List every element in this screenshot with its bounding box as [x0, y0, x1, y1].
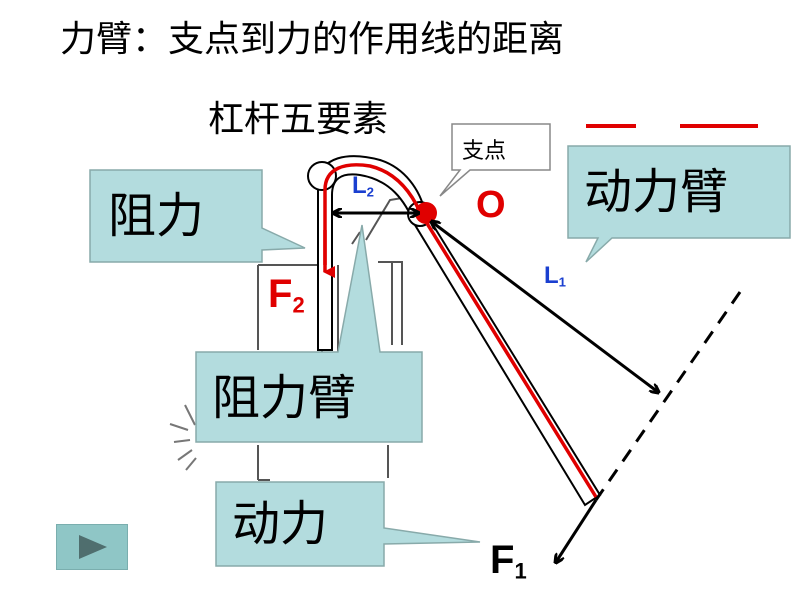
callout-resistance-arm-text: 阻力臂 [212, 370, 357, 426]
callout-resistance-text: 阻力 [108, 188, 205, 244]
page-title: 力臂：支点到力的作用线的距离 [60, 19, 565, 60]
effort-force-arrow [556, 499, 598, 562]
callout-effort-arm-text: 动力臂 [584, 164, 729, 220]
fulcrum-dot [415, 202, 437, 224]
answer-blank-2 [680, 124, 758, 128]
effort-force-label: F1 [490, 538, 527, 584]
play-triangle-icon [79, 535, 107, 559]
effort-arm-label: L1 [544, 262, 567, 290]
resistance-force-label: F2 [268, 272, 305, 318]
pivot-wheel [307, 161, 337, 191]
callout-resistance-arm-box [195, 224, 423, 443]
light-rays-icon [169, 404, 197, 471]
callout-effort-arm-box [567, 145, 791, 263]
effort-line-of-action [594, 291, 742, 501]
callout-effort-box [215, 481, 481, 567]
section-subtitle: 杠杆五要素 [208, 99, 389, 140]
fulcrum-label: O [476, 184, 506, 226]
callout-fulcrum-text: 支点 [462, 139, 507, 164]
callout-effort-text: 动力 [232, 496, 329, 552]
resistance-arm-label: L2 [352, 172, 375, 200]
callout-fulcrum-box [439, 123, 551, 197]
play-button[interactable] [56, 524, 128, 570]
answer-blank-1 [586, 124, 636, 128]
machine-frame [257, 197, 403, 481]
callout-resistance-box [89, 169, 306, 263]
effort-arm-arrow [432, 222, 658, 392]
lever-red-line [323, 163, 598, 498]
